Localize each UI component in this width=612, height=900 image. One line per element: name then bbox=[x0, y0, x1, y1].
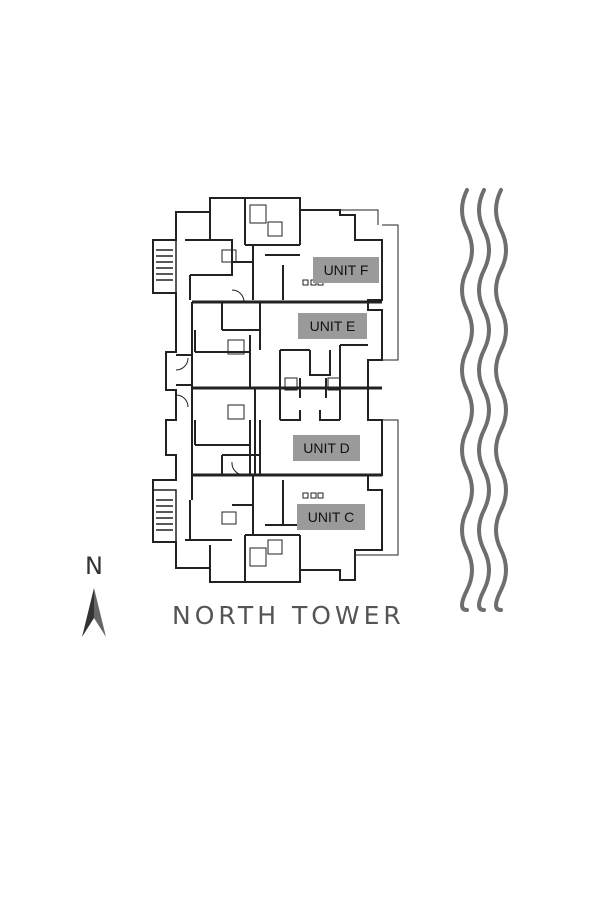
north-arrow-icon bbox=[82, 588, 106, 637]
unit-label-f: UNIT F bbox=[313, 257, 379, 283]
compass-letter: N bbox=[85, 552, 103, 580]
unit-label-d: UNIT D bbox=[293, 435, 360, 461]
unit-label-c: UNIT C bbox=[297, 504, 365, 530]
unit-label-e: UNIT E bbox=[298, 313, 367, 339]
wave-lines-icon bbox=[460, 188, 508, 612]
tower-caption: NORTH TOWER bbox=[172, 601, 405, 630]
building-outline bbox=[152, 197, 383, 583]
